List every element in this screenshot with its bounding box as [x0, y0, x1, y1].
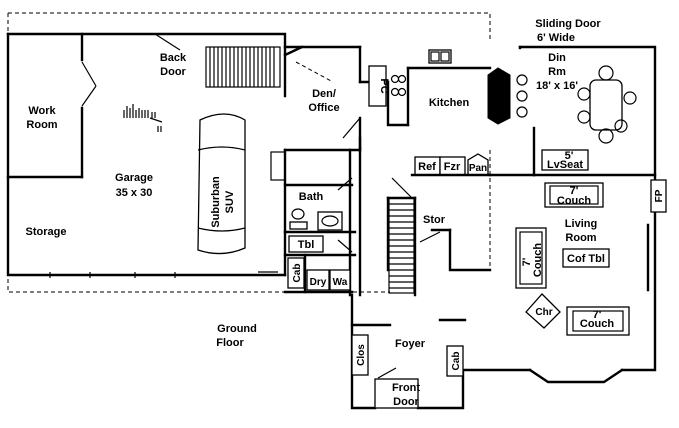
kitchen-island — [487, 67, 511, 125]
dining-size: 18' x 16' — [536, 80, 578, 92]
den-label: Den/ — [312, 88, 336, 100]
dining-label-2: Rm — [548, 66, 566, 78]
living-walls — [350, 126, 657, 327]
bath-sink — [317, 211, 343, 231]
sink-basin — [430, 51, 440, 62]
fp-box — [650, 179, 667, 213]
living-label-2: Room — [565, 232, 596, 244]
toilet — [289, 208, 308, 230]
couch-left-label: Couch — [532, 243, 544, 278]
couch-top-size: 7' — [570, 185, 579, 197]
garage-door-marks — [49, 271, 278, 278]
living-label: Living — [565, 218, 597, 230]
wa-box — [329, 269, 351, 291]
fp-label: FP — [654, 189, 665, 202]
cof-tbl-box — [562, 248, 610, 268]
workbench-marks — [123, 104, 163, 132]
tbl-box — [288, 235, 324, 253]
wa-label: Wa — [333, 277, 348, 288]
garage-step — [270, 151, 286, 181]
foyer-door-swing — [377, 367, 397, 379]
kitchen-label: Kitchen — [429, 97, 470, 109]
front-door-label-2: Door — [393, 396, 419, 408]
den-dashed-line — [295, 61, 334, 83]
couch-top-inner — [549, 185, 599, 205]
bar-stools — [516, 74, 528, 118]
laundry-door — [337, 239, 353, 253]
couch-bottom-label: Couch — [580, 318, 615, 330]
pc-desk — [368, 65, 387, 107]
work-room-label: Work — [28, 105, 56, 117]
couch-left-box — [515, 227, 547, 289]
bay-window — [528, 368, 624, 384]
foyer-label: Foyer — [395, 338, 426, 350]
lvseat-label: LvSeat — [547, 159, 583, 171]
sink-basin-2 — [440, 51, 450, 62]
pc-label: PC — [378, 78, 390, 93]
couch-left-size: 7' — [521, 257, 533, 266]
couch-top-label: Couch — [557, 195, 592, 207]
couch-bottom-box — [566, 306, 630, 336]
front-door-step — [374, 378, 419, 409]
dry-label: Dry — [310, 277, 327, 288]
main-stairs — [388, 197, 415, 294]
sliding-door-label: Sliding Door — [535, 18, 601, 30]
cab-bath-box — [287, 257, 305, 289]
fzr-label: Fzr — [444, 161, 461, 173]
ground-floor-label-2: Floor — [216, 337, 244, 349]
dining-label: Din — [548, 52, 566, 64]
stair-door — [391, 177, 441, 243]
cab-foyer-box — [446, 345, 464, 377]
stor-label: Stor — [423, 214, 446, 226]
stove — [390, 74, 407, 97]
storage-label: Storage — [26, 226, 67, 238]
cab-bath-label: Cab — [292, 264, 303, 283]
bath-door — [337, 177, 353, 191]
couch-top-box — [544, 182, 604, 208]
couch-bottom-size: 7' — [593, 309, 602, 321]
upper-floor-outline — [7, 12, 491, 293]
clos-box — [351, 334, 369, 376]
work-room-door — [81, 61, 97, 107]
couch-left-inner — [519, 231, 543, 285]
dry-box — [306, 269, 330, 291]
chair — [525, 293, 561, 329]
center-walls — [386, 173, 492, 297]
chr-label: Chr — [535, 307, 552, 318]
sink — [428, 49, 452, 64]
lvseat-box — [541, 149, 589, 171]
bath-walls — [283, 183, 357, 294]
work-room-label-2: Room — [26, 119, 57, 131]
suv-label-2: SUV — [224, 190, 236, 213]
back-door-swing — [154, 33, 181, 51]
clos-label: Clos — [356, 344, 367, 366]
cab-foyer-label: Cab — [451, 352, 462, 371]
tbl-label: Tbl — [298, 239, 315, 251]
lvseat-size: 5' — [565, 150, 574, 162]
couch-bottom-inner — [572, 310, 624, 332]
dining-table — [577, 65, 637, 144]
sliding-door-width: 6' Wide — [537, 32, 575, 44]
suv-label: Suburban — [210, 176, 222, 228]
ground-floor-label: Ground — [217, 323, 257, 335]
back-door-label: Back — [160, 52, 187, 64]
bath-label: Bath — [299, 191, 324, 203]
ref-label: Ref — [418, 161, 436, 173]
den-label-2: Office — [308, 102, 339, 114]
den-door — [342, 117, 361, 139]
pan-label: Pan — [469, 163, 487, 174]
garage-label: Garage — [115, 172, 153, 184]
back-door-label-2: Door — [160, 66, 186, 78]
suv — [197, 113, 246, 255]
cof-tbl-label: Cof Tbl — [567, 253, 605, 265]
front-door-label: Front — [392, 382, 420, 394]
garage-size: 35 x 30 — [116, 187, 153, 199]
garage-stairs — [205, 46, 281, 88]
